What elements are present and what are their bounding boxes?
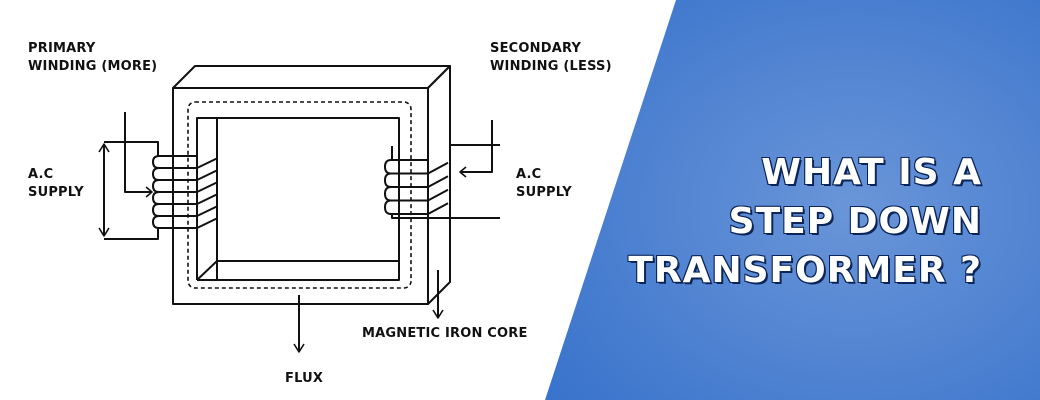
blue-diagonal-panel [545, 0, 1040, 400]
ac-supply-left-label: A.C SUPPLY [28, 167, 84, 200]
secondary-winding-label: SECONDARY WINDING (LESS) [490, 41, 612, 74]
headline-line-1: WHAT IS A [760, 151, 982, 194]
flux-pointer [293, 295, 305, 353]
primary-coil-turn-front [196, 217, 218, 229]
magnetic-iron-core-label: MAGNETIC IRON CORE [362, 326, 528, 341]
secondary-coil-turn-front [427, 188, 449, 202]
secondary-winding-leads [391, 120, 500, 219]
ac-supply-right-label: A.C SUPPLY [516, 167, 572, 200]
primary-coil-turn [152, 203, 197, 217]
primary-coil-turn-front [196, 169, 218, 181]
iron-core-pointer [432, 270, 444, 319]
secondary-winding-coil [384, 159, 449, 215]
flux-path [187, 101, 412, 289]
secondary-coil-turn [384, 172, 428, 188]
primary-coil-turn-front [196, 157, 218, 169]
primary-coil-turn [152, 179, 197, 193]
primary-coil-turn [152, 191, 197, 205]
ac-supply-left-arrow [98, 143, 110, 237]
secondary-coil-turn-front [427, 175, 449, 188]
secondary-coil-turn [384, 186, 428, 202]
headline-line-2: STEP DOWN [728, 200, 982, 243]
magnetic-iron-core [172, 65, 451, 305]
primary-coil-turn [152, 155, 197, 169]
secondary-coil-turn [384, 159, 428, 175]
primary-coil-turn-front [196, 181, 218, 193]
primary-coil-turn [152, 215, 197, 229]
primary-coil-turn [152, 167, 197, 181]
primary-coil-turn-front [196, 205, 218, 217]
primary-coil-turn-front [196, 193, 218, 205]
flux-label: FLUX [285, 371, 324, 386]
secondary-coil-turn-front [427, 161, 449, 175]
secondary-coil-turn [384, 199, 428, 215]
headline: WHAT IS A STEP DOWN TRANSFORMER ? [627, 148, 982, 295]
primary-winding-label: PRIMARY WINDING (MORE) [28, 41, 158, 74]
headline-line-3: TRANSFORMER ? [627, 249, 982, 292]
primary-winding-coil [152, 155, 218, 229]
secondary-coil-turn-front [427, 202, 449, 215]
primary-winding-leads [104, 112, 159, 240]
